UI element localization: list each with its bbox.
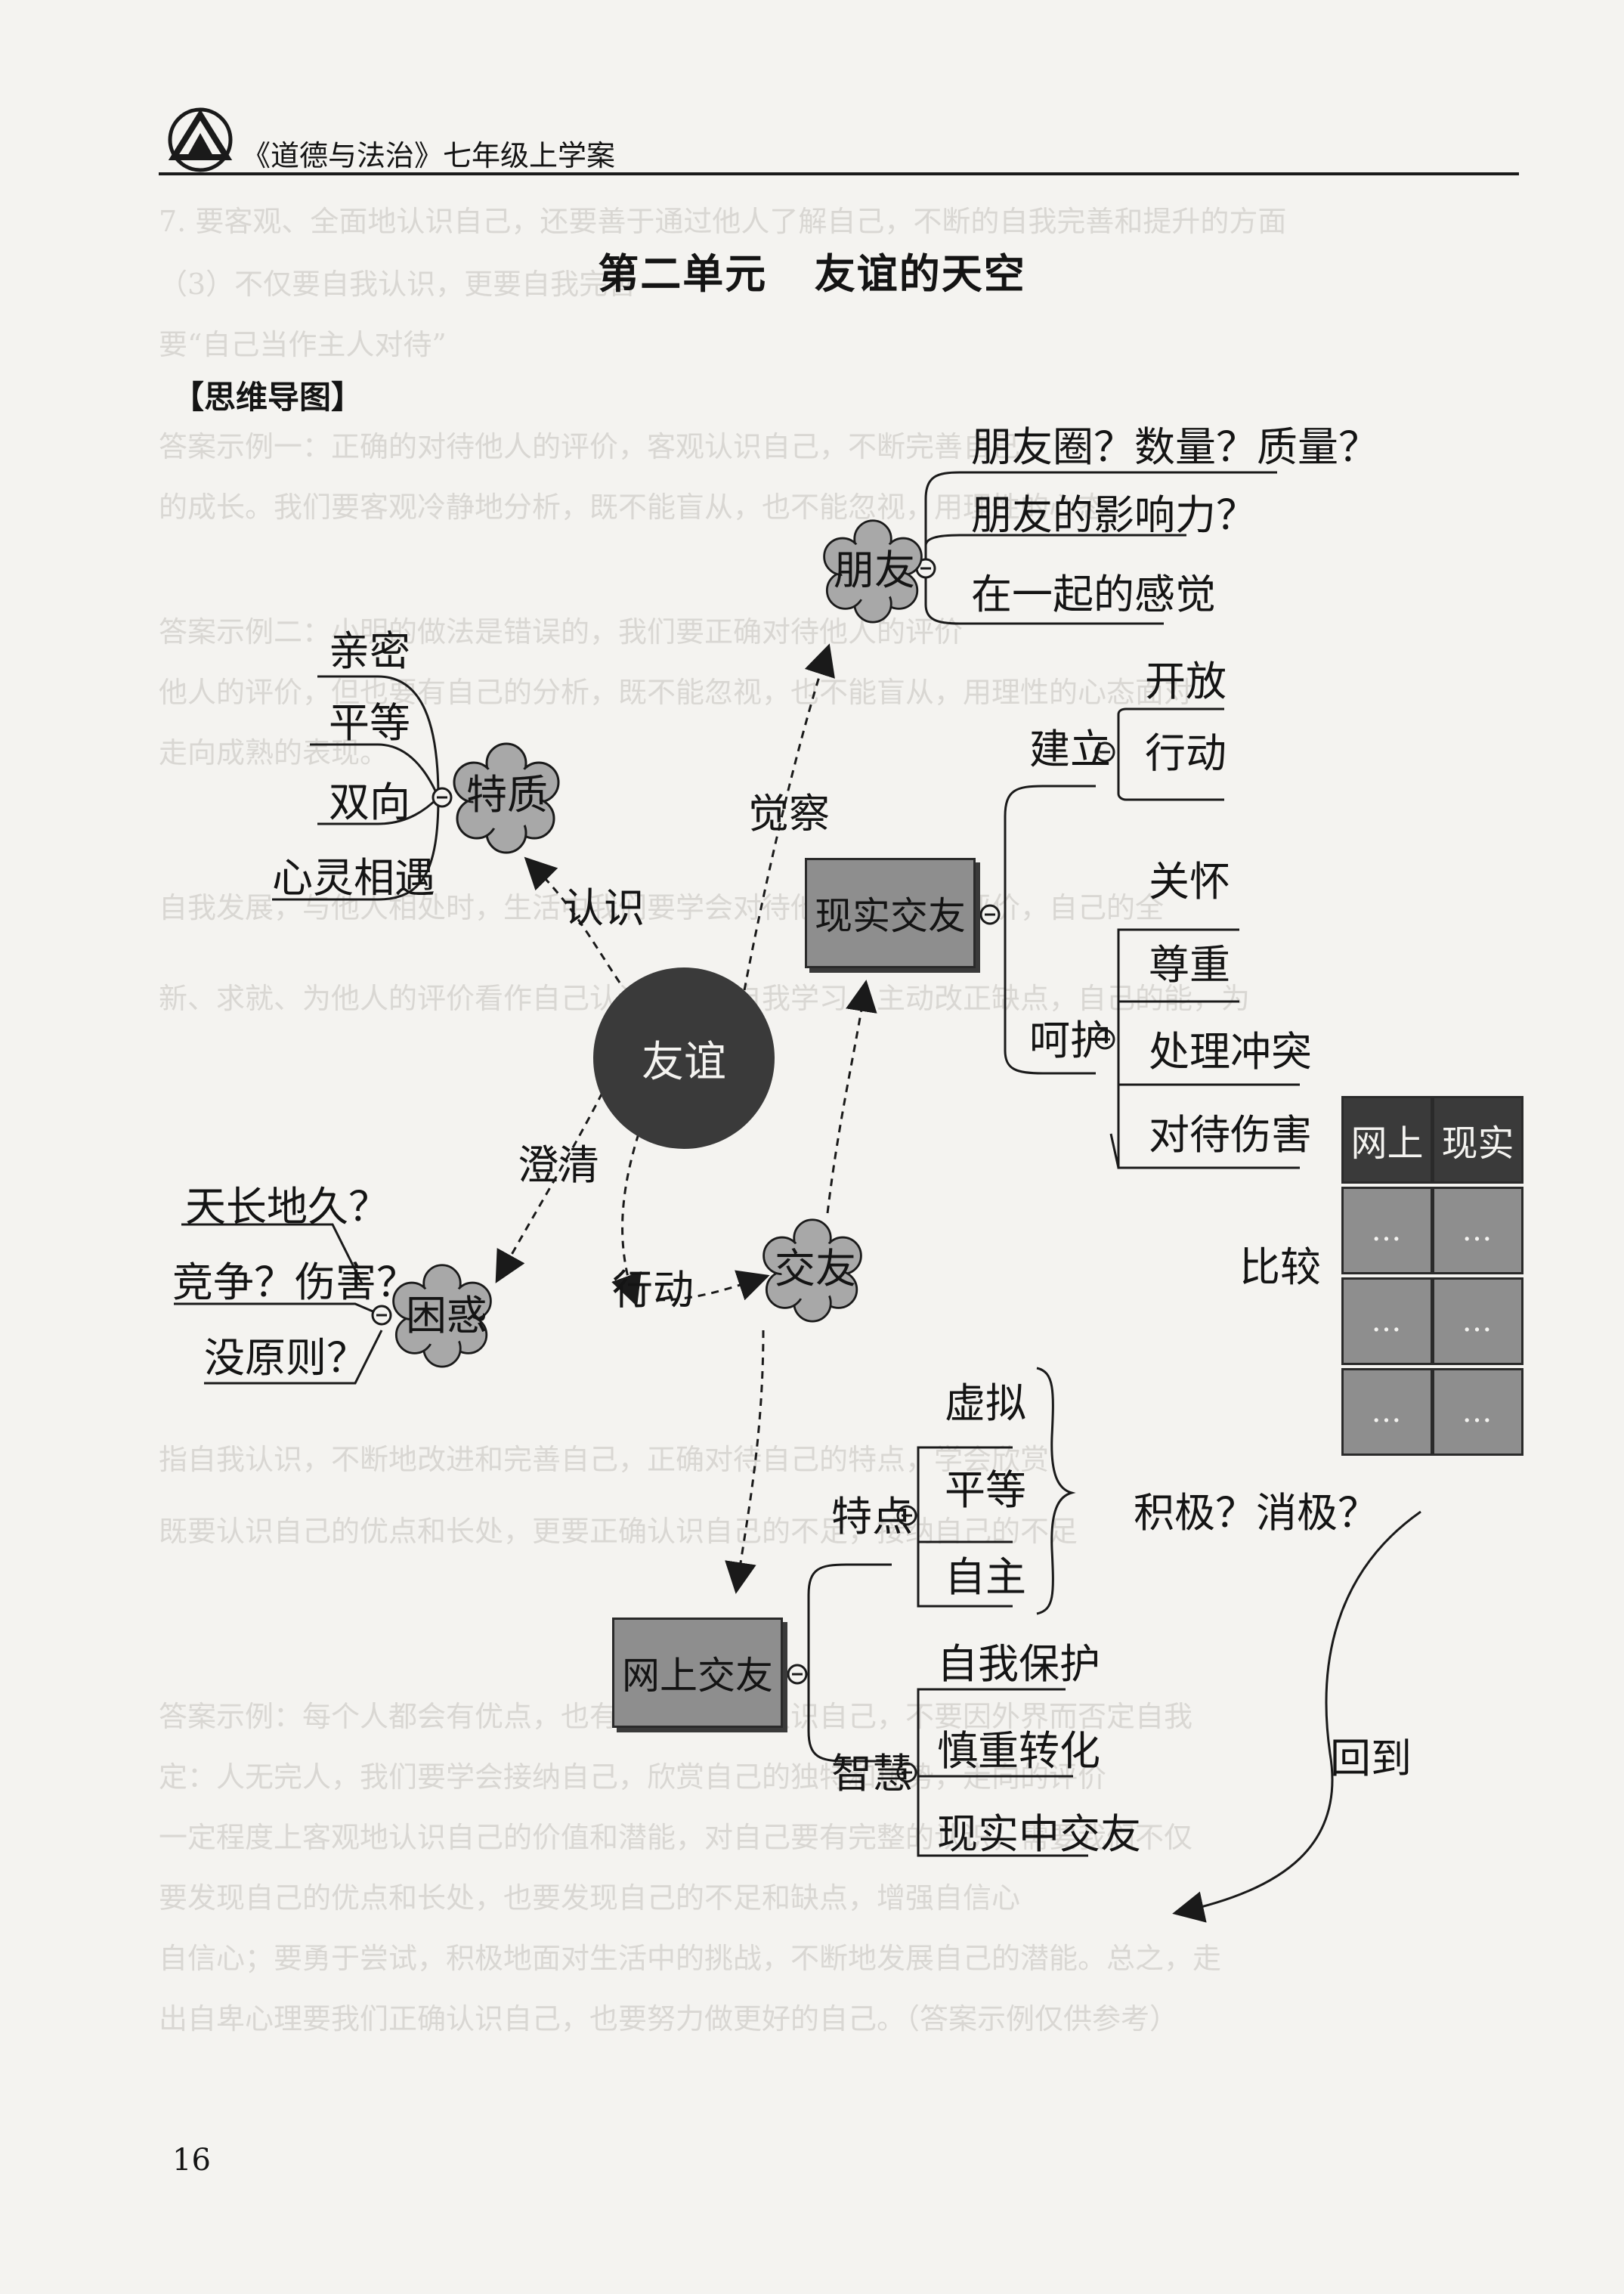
online-friendship-box: 网上交友: [612, 1618, 783, 1728]
compare-header-real-label: 现实: [1441, 1122, 1514, 1165]
establish-item: 行动: [1145, 729, 1227, 777]
compare-header-real: 现实: [1432, 1096, 1523, 1184]
edge-label-act: 行动: [612, 1266, 694, 1314]
cloud-node-confusion: [392, 1264, 492, 1368]
wisdom-item: 自我保护: [937, 1640, 1100, 1688]
establish-item: 开放: [1145, 658, 1227, 705]
cloud-node-friends: [823, 519, 923, 624]
unit-title: 第二单元 友谊的天空: [598, 249, 1026, 298]
confusion-item: 没原则？: [204, 1334, 367, 1382]
page-number: 16: [172, 2143, 211, 2178]
compare-cell: …: [1341, 1277, 1433, 1365]
compare-cell-text: …: [1462, 1395, 1494, 1429]
compare-header-online-label: 网上: [1350, 1122, 1424, 1165]
header-rule: [159, 172, 1519, 175]
friends-item: 在一起的感觉: [971, 571, 1216, 618]
compare-cell: …: [1432, 1277, 1523, 1365]
care-label: 呵护: [1029, 1017, 1111, 1064]
compare-cell-text: …: [1462, 1213, 1494, 1248]
attitude-label: 积极？消极？: [1134, 1489, 1378, 1537]
care-item: 处理冲突: [1149, 1028, 1312, 1076]
center-node: 友谊: [593, 967, 775, 1149]
trait-item: 心灵相遇: [272, 854, 435, 902]
compare-cell: …: [1432, 1187, 1523, 1274]
friends-label: 朋友: [834, 546, 915, 594]
features-item: 平等: [945, 1466, 1026, 1514]
book-title: 《道德与法治》七年级上学案: [242, 139, 616, 172]
section-label: 【思维导图】: [172, 379, 363, 416]
online-friendship-label: 网上交友: [622, 1654, 773, 1698]
features-label: 特点: [831, 1493, 913, 1540]
features-item: 自主: [945, 1553, 1026, 1601]
cloud-node-traits: [453, 742, 560, 854]
publisher-logo: [168, 107, 233, 172]
compare-cell-text: …: [1371, 1213, 1403, 1248]
compare-cell: …: [1341, 1368, 1433, 1456]
traits-label: 特质: [466, 771, 548, 819]
wisdom-label: 智慧: [831, 1750, 913, 1797]
confusion-item: 天长地久？: [185, 1183, 389, 1231]
trait-item: 平等: [329, 699, 410, 747]
establish-label: 建立: [1029, 726, 1111, 773]
real-friendship-label: 现实交友: [815, 894, 966, 938]
care-item: 对待伤害: [1149, 1111, 1312, 1159]
compare-cell: …: [1432, 1368, 1523, 1456]
center-node-label: 友谊: [642, 1037, 726, 1087]
wisdom-item: 现实中交友: [937, 1810, 1141, 1858]
compare-cell-text: …: [1371, 1395, 1403, 1429]
confusion-label: 困惑: [406, 1292, 487, 1339]
trait-item: 双向: [329, 779, 410, 826]
friends-item: 朋友圈？数量？质量？: [971, 423, 1379, 471]
care-item: 关怀: [1149, 858, 1230, 906]
cloud-node-making-friends: [763, 1218, 862, 1323]
making-friends-label: 交友: [775, 1245, 856, 1293]
compare-cell: …: [1341, 1187, 1433, 1274]
compare-cell-text: …: [1462, 1304, 1494, 1339]
edge-label-compare: 比较: [1239, 1243, 1321, 1291]
wisdom-item: 慎重转化: [937, 1727, 1100, 1775]
care-item: 尊重: [1149, 941, 1230, 989]
confusion-item: 竞争？伤害？: [172, 1258, 417, 1306]
edge-label-clarify: 澄清: [518, 1141, 599, 1189]
features-item: 虚拟: [945, 1379, 1026, 1427]
edge-label-perceive: 觉察: [748, 790, 830, 837]
real-friendship-box: 现实交友: [805, 858, 976, 968]
return-label: 回到: [1330, 1735, 1412, 1782]
edge-label-recognize: 认识: [563, 884, 645, 932]
trait-item: 亲密: [329, 627, 410, 675]
friends-item: 朋友的影响力？: [971, 491, 1257, 539]
compare-cell-text: …: [1371, 1304, 1403, 1339]
compare-header-online: 网上: [1341, 1096, 1433, 1184]
